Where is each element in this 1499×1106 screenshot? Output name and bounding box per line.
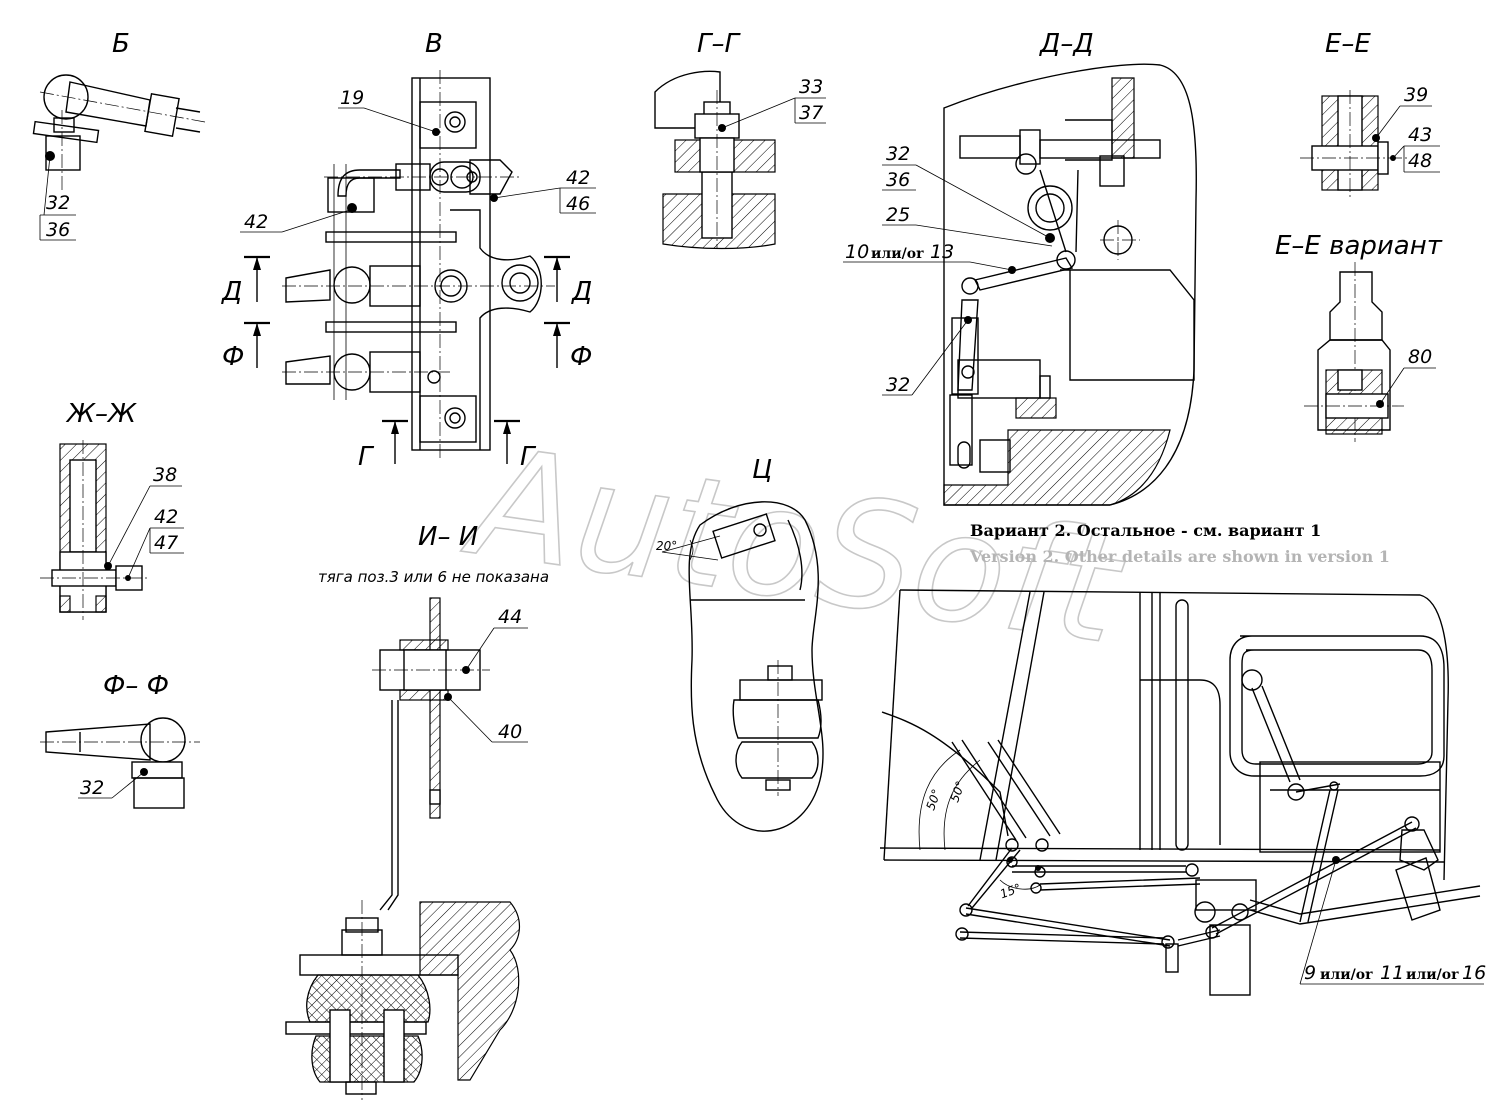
view-d-d-title: Д–Д bbox=[1039, 29, 1094, 59]
d-callout-32: 32 bbox=[886, 143, 910, 165]
d-callout-36: 36 bbox=[886, 169, 910, 191]
zh-callout-47: 47 bbox=[154, 532, 178, 554]
view-b-title: Б bbox=[112, 29, 130, 59]
view-i-i: И– И тяга поз.3 или 6 не показана 44 40 bbox=[285, 522, 549, 1100]
v-callout-42-right: 42 bbox=[566, 167, 590, 189]
angle-20: 20° bbox=[656, 539, 677, 553]
e-var-callout-80: 80 bbox=[1408, 346, 1432, 368]
view-b: Б 32 36 bbox=[32, 29, 206, 241]
v2-callout-or1: или/or bbox=[1320, 967, 1373, 983]
variant-note-ru: Вариант 2. Остальное - см. вариант 1 bbox=[970, 521, 1321, 540]
g-callout-33: 33 bbox=[799, 76, 823, 98]
i-callout-40: 40 bbox=[498, 721, 522, 743]
e-callout-39: 39 bbox=[1404, 84, 1428, 106]
f-callout-32: 32 bbox=[80, 777, 104, 799]
e-callout-43: 43 bbox=[1408, 124, 1432, 146]
d-callout-13: 13 bbox=[930, 241, 954, 263]
e-callout-48: 48 bbox=[1408, 150, 1432, 172]
view-f-f: Ф– Ф 32 bbox=[40, 671, 200, 809]
angle-50a: 50° bbox=[923, 787, 943, 812]
view-e-e-variant-title: Е–Е вариант bbox=[1275, 231, 1443, 261]
mark-d-right: Д bbox=[571, 277, 592, 307]
g-callout-37: 37 bbox=[799, 102, 823, 124]
view-i-i-note: тяга поз.3 или 6 не показана bbox=[318, 568, 549, 586]
view-g-g: Г–Г 33 37 bbox=[654, 29, 826, 250]
b-callout-32: 32 bbox=[46, 192, 70, 214]
view-e-e-variant: Е–Е вариант 80 bbox=[1275, 231, 1443, 442]
v-callout-42-left: 42 bbox=[244, 211, 268, 233]
view-zh-zh: Ж–Ж 38 42 47 bbox=[40, 399, 184, 620]
d-callout-10: 10 bbox=[845, 241, 869, 263]
d-callout-or: или/or bbox=[871, 246, 924, 262]
angle-15: 15° bbox=[998, 881, 1023, 901]
view-ts-title: Ц bbox=[752, 455, 772, 485]
mark-f-left: Ф bbox=[222, 342, 244, 372]
d-callout-25: 25 bbox=[886, 204, 910, 226]
view-v-title: В bbox=[425, 29, 443, 59]
v-callout-19: 19 bbox=[340, 87, 364, 109]
d-callout-32b: 32 bbox=[886, 374, 910, 396]
v-callout-46: 46 bbox=[566, 193, 590, 215]
v2-callout-9: 9 bbox=[1304, 962, 1316, 984]
view-v: В bbox=[221, 29, 596, 472]
view-d-d: Д–Д 32 36 bbox=[843, 29, 1197, 506]
view-g-g-title: Г–Г bbox=[697, 29, 741, 59]
b-callout-36: 36 bbox=[46, 219, 70, 241]
view-zh-zh-title: Ж–Ж bbox=[65, 399, 137, 429]
variant-note-en: Version 2. Other details are shown in ve… bbox=[969, 547, 1390, 566]
view-ts: Ц 20° bbox=[656, 455, 824, 832]
variant-2-drawing: 50° 50° 15° 9 или/o bbox=[879, 589, 1486, 996]
zh-callout-38: 38 bbox=[153, 464, 177, 486]
view-e-e-title: Е–Е bbox=[1325, 29, 1371, 59]
v2-callout-11: 11 bbox=[1380, 962, 1404, 984]
mark-d-left: Д bbox=[221, 277, 242, 307]
v2-callout-or2: или/or bbox=[1406, 967, 1459, 983]
zh-callout-42: 42 bbox=[154, 506, 178, 528]
view-i-i-title: И– И bbox=[418, 522, 478, 552]
view-e-e: Е–Е 39 43 48 bbox=[1300, 29, 1440, 198]
v2-callout-16: 16 bbox=[1462, 962, 1486, 984]
i-callout-44: 44 bbox=[498, 606, 522, 628]
angle-50b: 50° bbox=[947, 779, 967, 804]
mark-g-right: Г bbox=[520, 442, 537, 472]
mark-f-right: Ф bbox=[570, 342, 592, 372]
mark-g-left: Г bbox=[358, 442, 375, 472]
view-f-f-title: Ф– Ф bbox=[103, 671, 169, 701]
